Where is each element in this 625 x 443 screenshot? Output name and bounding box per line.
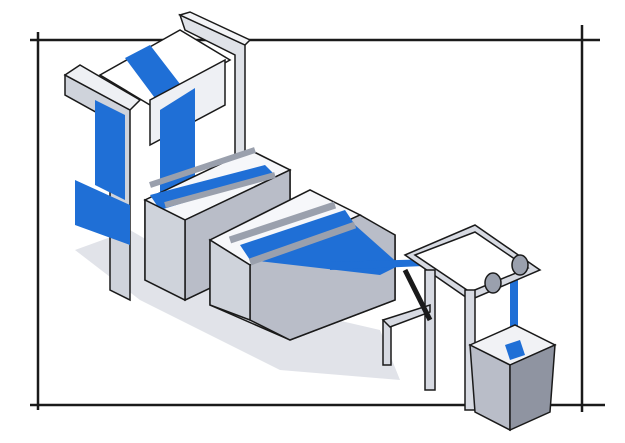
sketch-frame: [30, 25, 605, 412]
collection-bin: [468, 324, 557, 432]
winder-frame: [381, 224, 542, 411]
second-roller-unit: [208, 189, 400, 341]
unwinding-stand: [63, 11, 252, 302]
